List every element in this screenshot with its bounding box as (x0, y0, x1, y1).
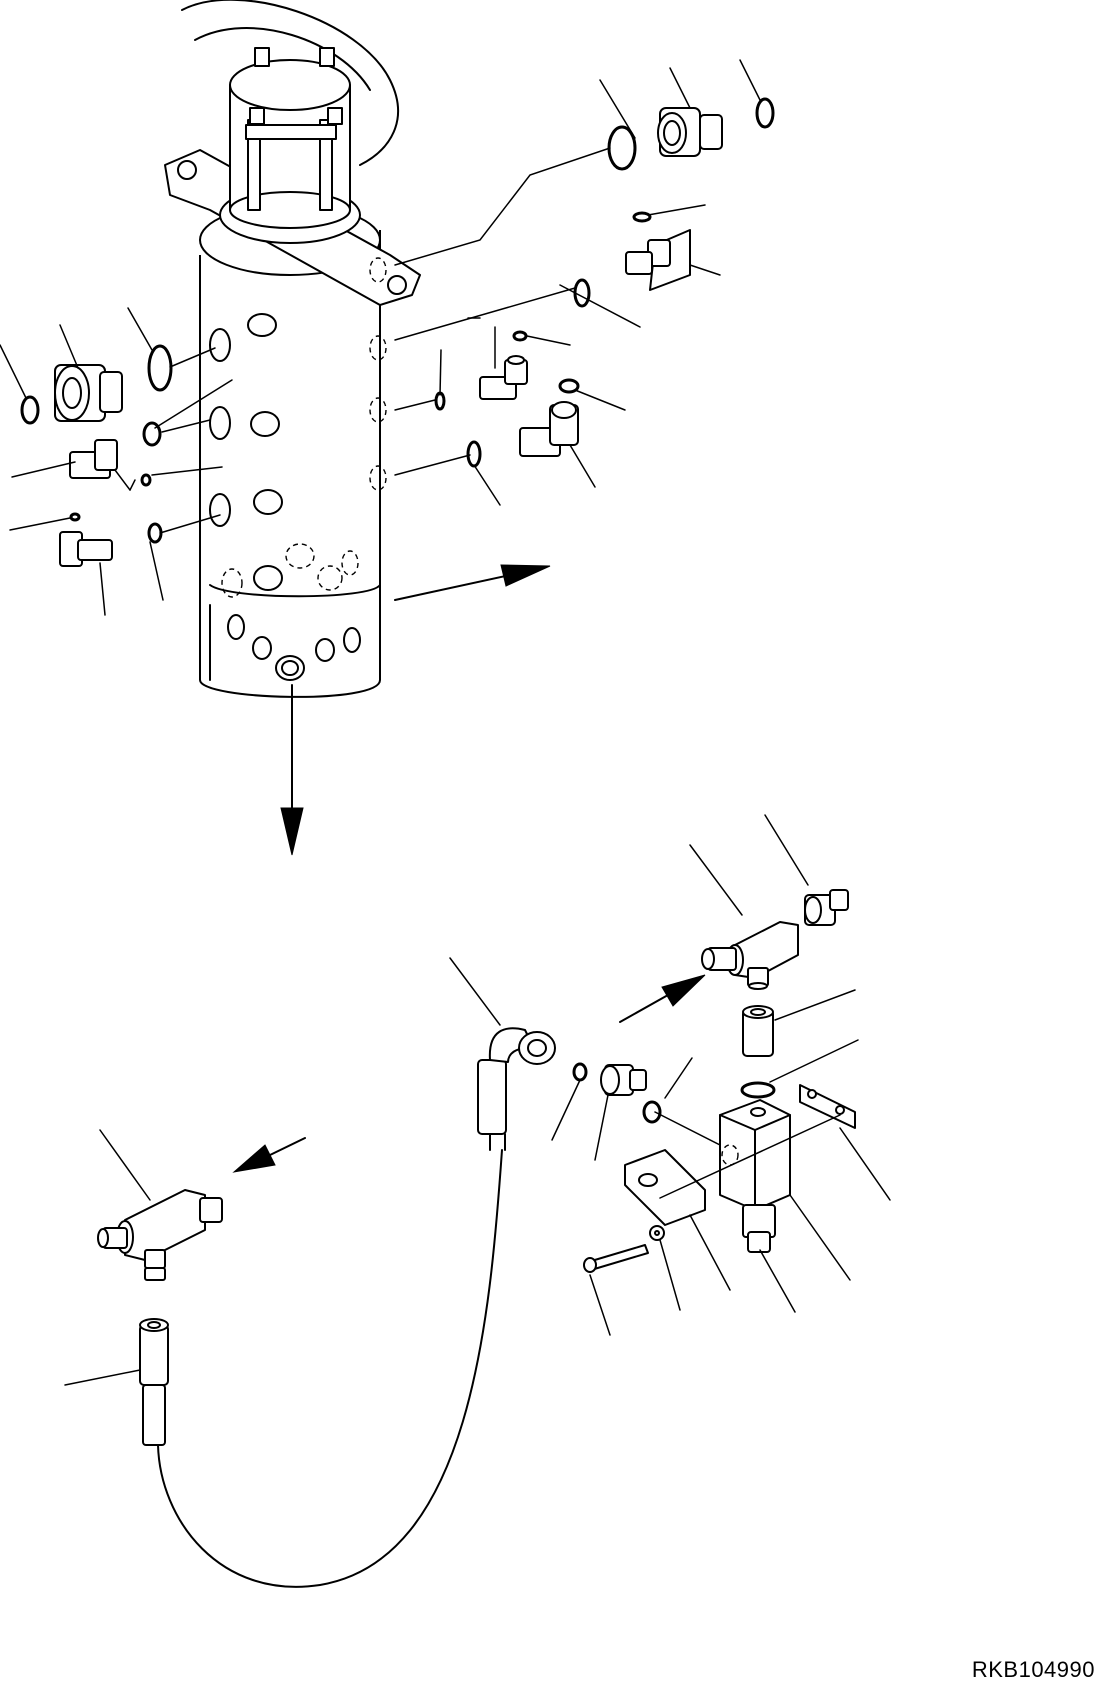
tee-fitting-left (98, 1190, 222, 1280)
upper-hose (182, 0, 398, 165)
elbow-fitting-small (480, 356, 527, 399)
elbow-hose-fitting (478, 1028, 555, 1150)
hose-end-left (140, 1319, 168, 1445)
straight-adapter-left (55, 365, 122, 421)
tee-fitting-right (702, 922, 798, 989)
leader-lines-top (0, 60, 760, 615)
drawing-reference-number: RKB104990 (971, 1657, 1095, 1682)
fitting-set-top-right (436, 99, 773, 466)
connector-vertical (743, 1006, 773, 1056)
small-adapter-center (601, 1065, 646, 1095)
mounting-bracket-right (800, 1085, 855, 1128)
adapter-top-right (805, 890, 848, 925)
flow-arrows (234, 565, 705, 1172)
fitting-set-left (22, 346, 171, 566)
elbow-fitting-left-upper (70, 440, 117, 478)
leader-lines-bottom (65, 815, 890, 1385)
support-bracket (625, 1150, 705, 1225)
bolt-and-washer (584, 1226, 664, 1272)
swivel-joint-body (165, 48, 420, 697)
valve-block (720, 1100, 790, 1252)
elbow-fitting-upper (626, 230, 690, 290)
flex-hose (158, 1150, 502, 1587)
elbow-fitting-left-lower (60, 532, 112, 566)
elbow-fitting-lower (520, 402, 578, 456)
straight-adapter-top (658, 108, 722, 156)
